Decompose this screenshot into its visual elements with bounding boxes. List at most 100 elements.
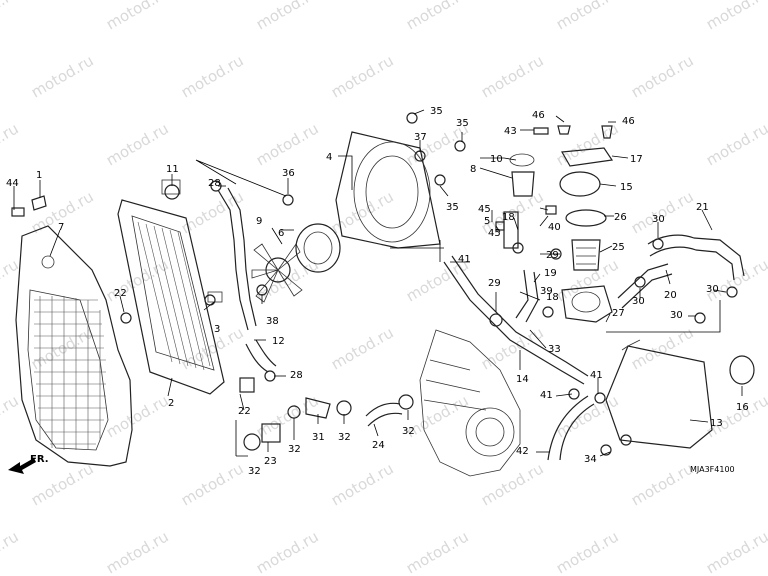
watermark-text: motod.ru bbox=[0, 391, 22, 441]
part-number-label: 5 bbox=[484, 216, 490, 227]
part-number-label: 34 bbox=[584, 454, 597, 465]
hoses bbox=[217, 187, 745, 461]
watermark-text: motod.ru bbox=[28, 323, 97, 373]
callout-leaders bbox=[13, 109, 743, 457]
watermark-text: motod.ru bbox=[103, 119, 172, 169]
part-number-label: 43 bbox=[504, 126, 517, 137]
part-number-label: 29 bbox=[546, 250, 559, 261]
part-labels: 1234567891011121314151617181819202122222… bbox=[6, 106, 749, 477]
part-number-label: 22 bbox=[238, 406, 251, 417]
part-number-label: 45 bbox=[488, 228, 501, 239]
part-number-label: 29 bbox=[488, 278, 501, 289]
part-number-label: 30 bbox=[670, 310, 683, 321]
part-number-label: 32 bbox=[338, 432, 351, 443]
watermark-text: motod.ru bbox=[253, 0, 322, 33]
watermark-text: motod.ru bbox=[478, 51, 547, 101]
part-number-label: 4 bbox=[326, 152, 332, 163]
watermark-text: motod.ru bbox=[328, 459, 397, 509]
part-number-label: 2 bbox=[168, 398, 174, 409]
part-number-label: 32 bbox=[248, 466, 261, 477]
part-number-label: 28 bbox=[290, 370, 303, 381]
part-number-label: 7 bbox=[58, 222, 64, 233]
part-number-label: 42 bbox=[516, 446, 529, 457]
watermark-text: motod.ru bbox=[0, 0, 22, 33]
part-number-label: 14 bbox=[516, 374, 529, 385]
part-number-label: 38 bbox=[266, 316, 279, 327]
thermostat-assembly bbox=[561, 209, 613, 323]
part-number-label: 44 bbox=[6, 178, 19, 189]
watermark-text: motod.ru bbox=[703, 119, 768, 169]
watermark-text: motod.ru bbox=[103, 391, 172, 441]
watermark-text: motod.ru bbox=[28, 51, 97, 101]
watermark-text: motod.ru bbox=[628, 459, 697, 509]
part-number-label: 33 bbox=[548, 344, 561, 355]
watermark-text: motod.ru bbox=[553, 527, 622, 576]
part-number-label: 24 bbox=[372, 440, 385, 451]
part-number-label: 6 bbox=[278, 228, 284, 239]
radiator bbox=[117, 179, 225, 395]
engine bbox=[419, 329, 521, 477]
diagram-code: MJA3F4100 bbox=[690, 465, 735, 474]
part-number-label: 41 bbox=[458, 254, 471, 265]
part-number-label: 41 bbox=[590, 370, 603, 381]
radiator-shroud bbox=[15, 225, 133, 467]
watermark-text: motod.ru bbox=[253, 119, 322, 169]
part-number-label: 30 bbox=[706, 284, 719, 295]
part-number-label: 17 bbox=[630, 154, 643, 165]
part-number-label: 9 bbox=[256, 216, 262, 227]
watermark-text: motod.ru bbox=[178, 51, 247, 101]
part-number-label: 36 bbox=[282, 168, 295, 179]
watermark-text: motod.ru bbox=[703, 391, 768, 441]
part-number-label: 3 bbox=[214, 324, 220, 335]
watermark-text: motod.ru bbox=[0, 119, 22, 169]
part-number-label: 18 bbox=[502, 212, 515, 223]
part-number-label: 10 bbox=[490, 154, 503, 165]
part-number-label: 32 bbox=[288, 444, 301, 455]
watermark-text: motod.ru bbox=[628, 51, 697, 101]
watermark-text: motod.ru bbox=[28, 459, 97, 509]
part-number-label: 40 bbox=[548, 222, 561, 233]
part-number-label: 35 bbox=[446, 202, 459, 213]
part-number-label: 26 bbox=[614, 212, 627, 223]
part-number-label: 19 bbox=[544, 268, 557, 279]
part-number-label: 30 bbox=[652, 214, 665, 225]
part-number-label: 8 bbox=[470, 164, 476, 175]
part-number-label: 18 bbox=[546, 292, 559, 303]
watermark-text: motod.ru bbox=[553, 0, 622, 33]
part-number-label: 45 bbox=[478, 204, 491, 215]
part-number-label: 13 bbox=[710, 418, 723, 429]
watermark-text: motod.ru bbox=[478, 323, 547, 373]
part-number-label: 1 bbox=[36, 170, 42, 181]
part-number-label: 41 bbox=[540, 390, 553, 401]
part-number-label: 39 bbox=[540, 286, 553, 297]
watermark-text: motod.ru bbox=[178, 459, 247, 509]
front-label: FR. bbox=[30, 454, 49, 465]
watermark-text: motod.ru bbox=[328, 51, 397, 101]
part-number-label: 46 bbox=[622, 116, 635, 127]
watermark-text: motod.ru bbox=[478, 459, 547, 509]
part-number-label: 28 bbox=[208, 178, 221, 189]
part-number-label: 37 bbox=[414, 132, 427, 143]
part-number-label: 16 bbox=[736, 402, 749, 413]
part-number-label: 35 bbox=[430, 106, 443, 117]
watermark-text: motod.ru bbox=[403, 527, 472, 576]
part-number-label: 31 bbox=[312, 432, 325, 443]
part-number-label: 30 bbox=[632, 296, 645, 307]
part-number-label: 11 bbox=[166, 164, 179, 175]
part-number-label: 23 bbox=[264, 456, 277, 467]
watermark-text: motod.ru bbox=[628, 187, 697, 237]
reserve-tank bbox=[605, 339, 755, 449]
part-number-label: 32 bbox=[402, 426, 415, 437]
watermark-text: motod.ru bbox=[328, 323, 397, 373]
watermark-text: motod.ru bbox=[703, 255, 768, 305]
watermark-text: motod.ru bbox=[253, 527, 322, 576]
part-number-label: 12 bbox=[272, 336, 285, 347]
front-arrow bbox=[8, 458, 36, 474]
watermark-text: motod.ru bbox=[403, 0, 472, 33]
part-number-label: 35 bbox=[456, 118, 469, 129]
part-number-label: 21 bbox=[696, 202, 709, 213]
part-number-label: 27 bbox=[612, 308, 625, 319]
watermark-text: motod.ru bbox=[103, 527, 172, 576]
part-number-label: 15 bbox=[620, 182, 633, 193]
part-number-label: 25 bbox=[612, 242, 625, 253]
